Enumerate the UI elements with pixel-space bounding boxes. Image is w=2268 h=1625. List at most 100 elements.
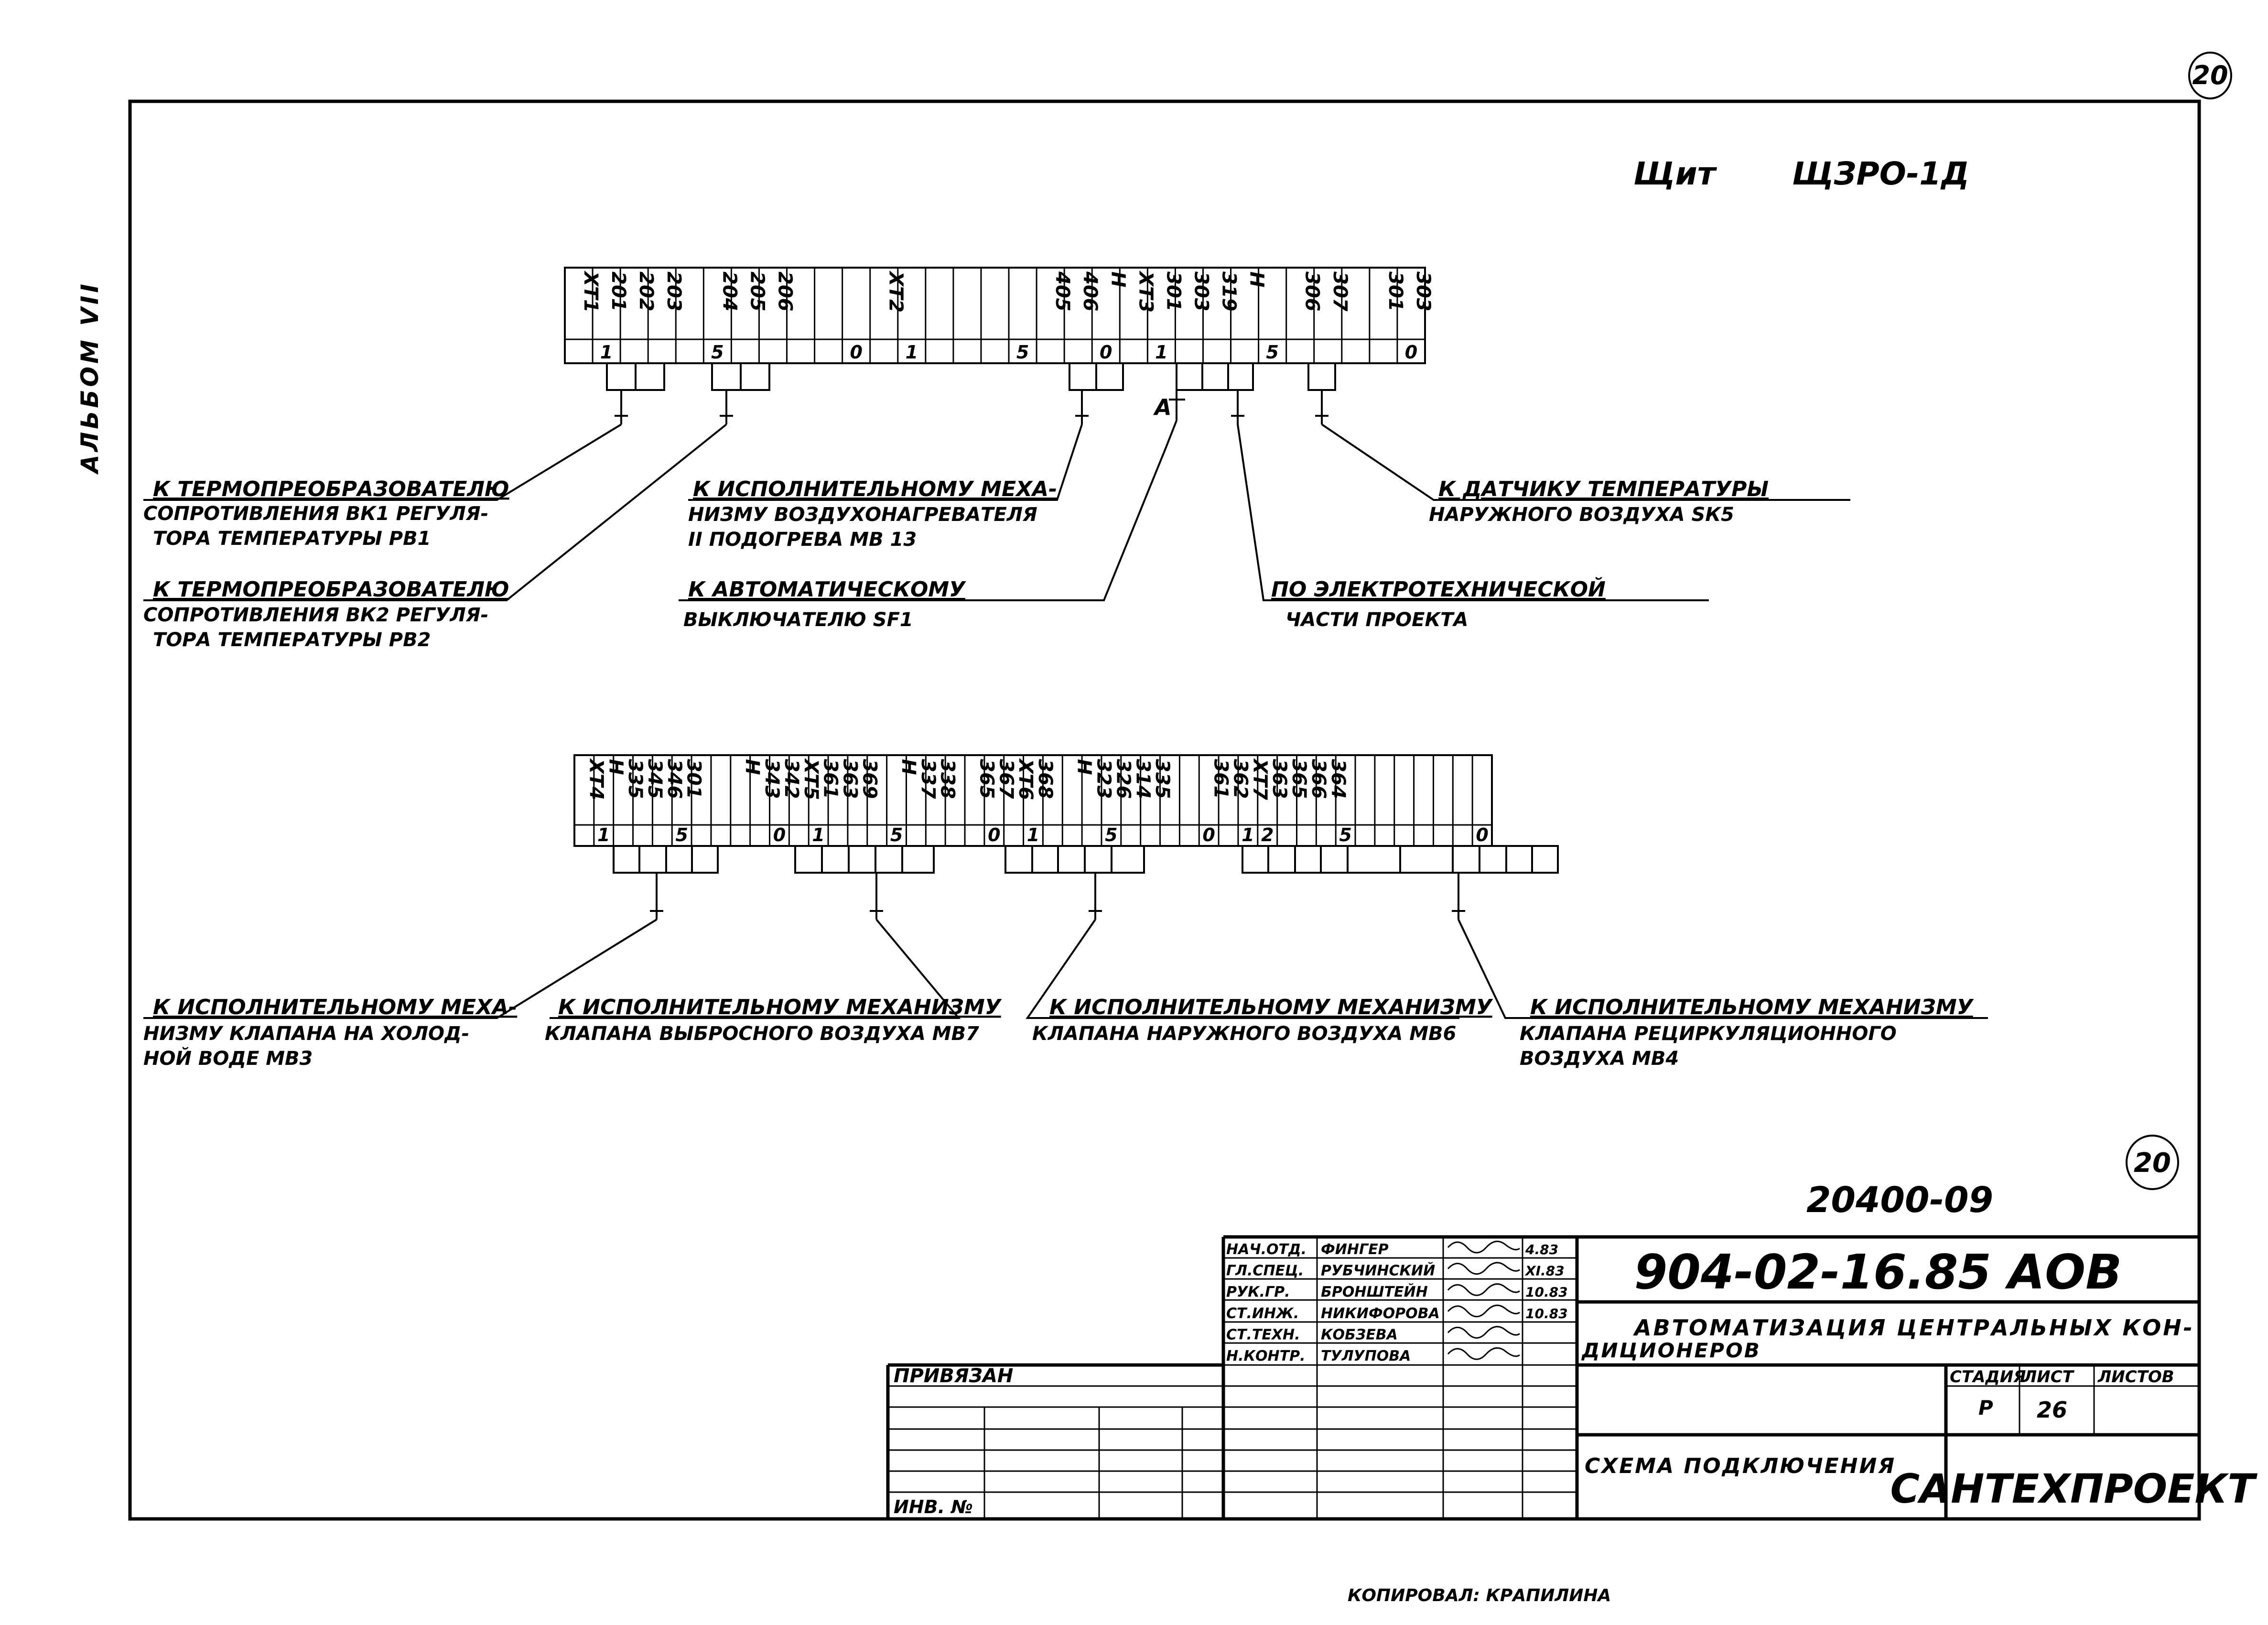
terminal-label: 367 <box>995 759 1017 799</box>
terminal-label: 343 <box>761 759 783 799</box>
connection-label: К ТЕРМОПРЕОБРАЗОВАТЕЛЮ <box>153 477 509 501</box>
terminal-label: Н <box>897 759 919 775</box>
terminal-label: 301 <box>1384 271 1406 312</box>
terminal-label: 365 <box>975 759 997 799</box>
signature-role: РУК.ГР. <box>1226 1284 1290 1300</box>
terminal-label: 201 <box>607 271 629 312</box>
signature-date: 10.83 <box>1525 1306 1568 1322</box>
connection-label: НОЙ ВОДЕ МВ3 <box>143 1047 313 1070</box>
terminal-mark: 0 <box>1202 824 1215 845</box>
terminal-mark: 5 <box>1105 824 1117 845</box>
signature-scribble <box>1447 1240 1520 1254</box>
terminal-label: 202 <box>635 271 657 312</box>
terminal-mark: 1 <box>1027 824 1039 845</box>
sheet-title: СХЕМА ПОДКЛЮЧЕНИЯ <box>1585 1454 1896 1478</box>
sheet-number: 20 <box>2192 60 2228 90</box>
sheet-value: 26 <box>2037 1397 2067 1423</box>
panel-label: Щит <box>1633 155 1717 192</box>
copied-by: КОПИРОВАЛ: КРАПИЛИНА <box>1348 1586 1611 1605</box>
terminal-label: 319 <box>1218 271 1240 312</box>
terminal-label: 361 <box>1210 759 1232 799</box>
upper-connectors <box>606 362 1336 424</box>
terminal-mark: 0 <box>1476 824 1488 845</box>
terminal-label: ХТ7 <box>1249 758 1271 800</box>
sheet-number-badge: 20 <box>2188 52 2232 99</box>
inventory-label: ИНВ. № <box>894 1496 973 1517</box>
terminal-label: 406 <box>1079 271 1101 312</box>
connection-label: ТОРА ТЕМПЕРАТУРЫ РВ1 <box>153 528 431 550</box>
connection-label: К ИСПОЛНИТЕЛЬНОМУ МЕХАНИЗМУ <box>1530 995 1974 1019</box>
terminal-label: 368 <box>1034 759 1056 799</box>
connection-label: СОПРОТИВЛЕНИЯ ВК1 РЕГУЛЯ- <box>143 503 488 525</box>
connection-label: К ИСПОЛНИТЕЛЬНОМУ МЕХА- <box>693 477 1057 501</box>
signature-date: 10.83 <box>1525 1284 1568 1300</box>
connection-label: К АВТОМАТИЧЕСКОМУ <box>688 577 966 602</box>
document-code: 904-02-16.85 АОВ <box>1634 1244 2122 1300</box>
signature-role: Н.КОНТР. <box>1226 1348 1305 1365</box>
stamp-circle <box>2126 1135 2179 1190</box>
lower-connectors <box>613 845 1559 920</box>
terminal-mark: 5 <box>1266 342 1278 363</box>
terminal-mark: 1 <box>600 342 613 363</box>
connection-label: СОПРОТИВЛЕНИЯ ВК2 РЕГУЛЯ- <box>143 604 488 626</box>
signature-name: КОБЗЕВА <box>1321 1326 1398 1343</box>
terminal-label: 342 <box>780 759 802 799</box>
terminal-label: ХТ2 <box>885 270 907 313</box>
terminal-label: 206 <box>774 271 796 312</box>
terminal-label: 205 <box>746 271 768 312</box>
linked-label: ПРИВЯЗАН <box>894 1365 1013 1387</box>
terminal-mark: 0 <box>988 824 1000 845</box>
lower-leaders <box>143 919 1988 1019</box>
terminal-mark: 0 <box>1100 342 1112 363</box>
drawing-frame <box>128 99 2201 1521</box>
connection-label: ЧАСТИ ПРОЕКТА <box>1285 609 1468 631</box>
connection-label: К ИСПОЛНИТЕЛЬНОМУ МЕХАНИЗМУ <box>558 995 1002 1019</box>
terminal-label: 335 <box>624 759 646 799</box>
terminal-label: 314 <box>1132 759 1154 799</box>
terminal-label: Н <box>1246 271 1268 287</box>
signature-role: НАЧ.ОТД. <box>1226 1241 1307 1258</box>
terminal-label: 365 <box>1288 759 1310 799</box>
terminal-mark: 1 <box>597 824 610 845</box>
terminal-mark: 1 <box>1242 824 1254 845</box>
terminal-label: 345 <box>644 759 666 799</box>
terminal-label: 326 <box>1112 759 1134 799</box>
signature-scribble <box>1447 1283 1520 1296</box>
terminal-label: ХТ1 <box>580 270 602 313</box>
terminal-mark: 1 <box>812 824 824 845</box>
terminal-label: 364 <box>1327 759 1349 799</box>
doc-title-line2: ДИЦИОНЕРОВ <box>1581 1339 1761 1362</box>
terminal-mark: 0 <box>1405 342 1417 363</box>
signature-scribble <box>1447 1304 1520 1318</box>
terminal-label: 323 <box>1093 759 1115 799</box>
terminal-label: ХТ5 <box>800 758 822 800</box>
terminal-label: 338 <box>937 759 959 799</box>
terminal-label: 346 <box>663 759 685 799</box>
terminal-label: 337 <box>917 759 939 799</box>
order-number: 20400-09 <box>1806 1180 1993 1221</box>
connection-label: КЛАПАНА НАРУЖНОГО ВОЗДУХА МВ6 <box>1032 1023 1456 1045</box>
signature-role: СТ.ИНЖ. <box>1226 1305 1299 1322</box>
terminal-mark: 5 <box>1016 342 1029 363</box>
signature-name: БРОНШТЕЙН <box>1321 1283 1428 1300</box>
signature-date: XI.83 <box>1524 1263 1565 1279</box>
terminal-label: 307 <box>1329 271 1351 312</box>
connection-label: II ПОДОГРЕВА МВ 13 <box>688 529 917 551</box>
terminal-label: 204 <box>718 271 740 312</box>
signature-scribble <box>1447 1347 1520 1360</box>
terminal-label: Н <box>1107 271 1129 287</box>
panel-name: ЩЗРО-1Д <box>1792 155 1969 192</box>
terminal-label: Н <box>1073 759 1095 775</box>
signature-name: ТУЛУПОВА <box>1321 1348 1411 1365</box>
terminal-label: 301 <box>1162 271 1184 312</box>
terminal-label: ХТ3 <box>1134 270 1156 313</box>
terminal-label: ХТ4 <box>585 758 607 800</box>
connection-label: К ТЕРМОПРЕОБРАЗОВАТЕЛЮ <box>153 577 509 602</box>
connection-label: НИЗМУ ВОЗДУХОНАГРЕВАТЕЛЯ <box>688 504 1037 526</box>
connection-label: ВЫКЛЮЧАТЕЛЮ SF1 <box>683 609 913 631</box>
album-label: АЛЬБОМ VII <box>76 281 104 475</box>
terminal-label: 361 <box>820 759 842 799</box>
